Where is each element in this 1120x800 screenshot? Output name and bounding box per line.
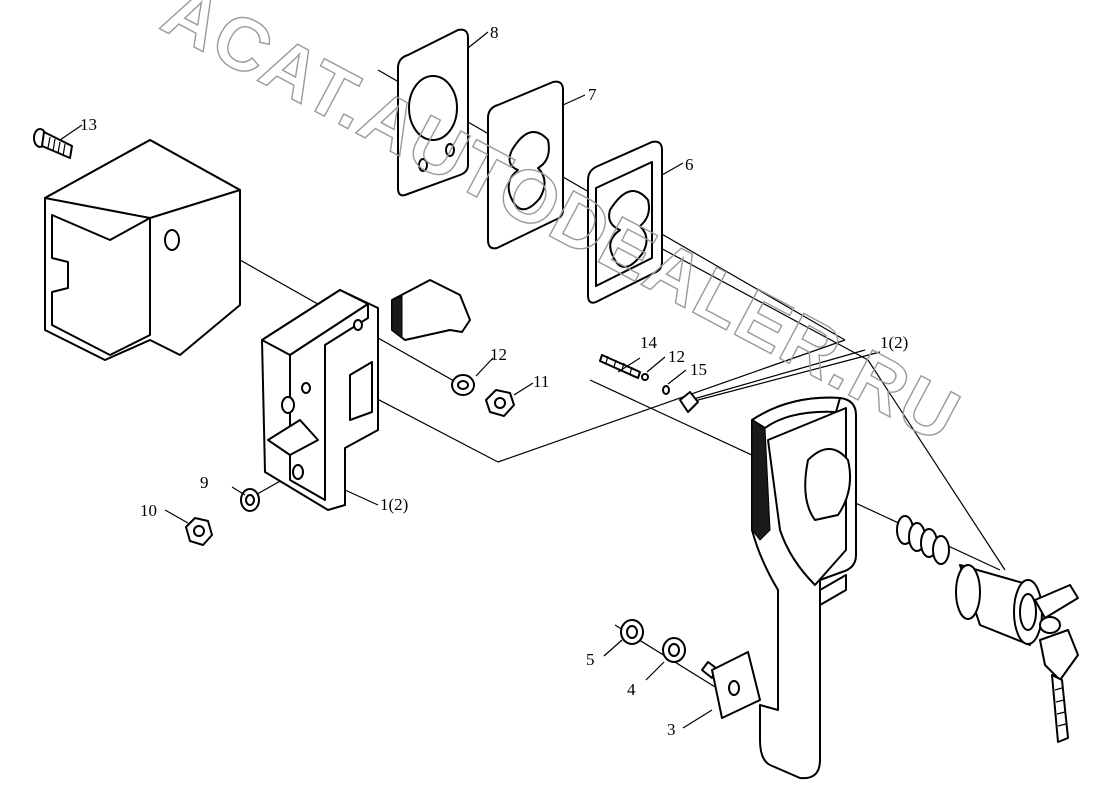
pin-plate-3 [701, 651, 761, 719]
washer-5 [620, 619, 644, 645]
screw-part-13 [33, 128, 73, 159]
key [1034, 584, 1079, 743]
washer-4 [662, 637, 686, 663]
callout-6: 6 [685, 155, 694, 174]
lock-cylinder [955, 564, 1043, 646]
callout-1-2-lower: 1(2) [380, 495, 408, 514]
latch-lever [391, 279, 471, 341]
spring [896, 515, 950, 565]
callout-12-lower: 12 [668, 347, 685, 366]
gasket-plate-7 [487, 80, 564, 250]
callout-10: 10 [140, 501, 157, 520]
callout-13: 13 [80, 115, 97, 134]
callout-leaders [59, 31, 881, 729]
callout-7: 7 [588, 85, 597, 104]
callout-8: 8 [490, 23, 499, 42]
callout-15: 15 [690, 360, 707, 379]
gasket-plate-6 [587, 140, 663, 304]
callout-11: 11 [533, 372, 549, 391]
spring-pin-14 [599, 354, 641, 379]
callout-labels: 8 7 6 13 12 11 14 12 15 1(2) 1(2) 9 10 5… [80, 23, 908, 739]
door-handle [751, 396, 857, 780]
callout-14: 14 [640, 333, 658, 352]
latch-body [261, 289, 379, 511]
callout-9: 9 [200, 473, 209, 492]
washer-9 [240, 488, 260, 512]
callout-12-upper: 12 [490, 345, 507, 364]
nut-10 [185, 517, 213, 546]
callout-1-2-upper: 1(2) [880, 333, 908, 352]
nut-11 [485, 389, 515, 417]
gasket-plate-8 [397, 28, 469, 197]
callout-3: 3 [667, 720, 676, 739]
clip-15 [662, 385, 699, 413]
callout-5: 5 [586, 650, 595, 669]
cover-box [44, 139, 241, 361]
callout-4: 4 [627, 680, 636, 699]
small-washer-12-lower [641, 373, 649, 381]
washer-12-upper [451, 374, 475, 396]
